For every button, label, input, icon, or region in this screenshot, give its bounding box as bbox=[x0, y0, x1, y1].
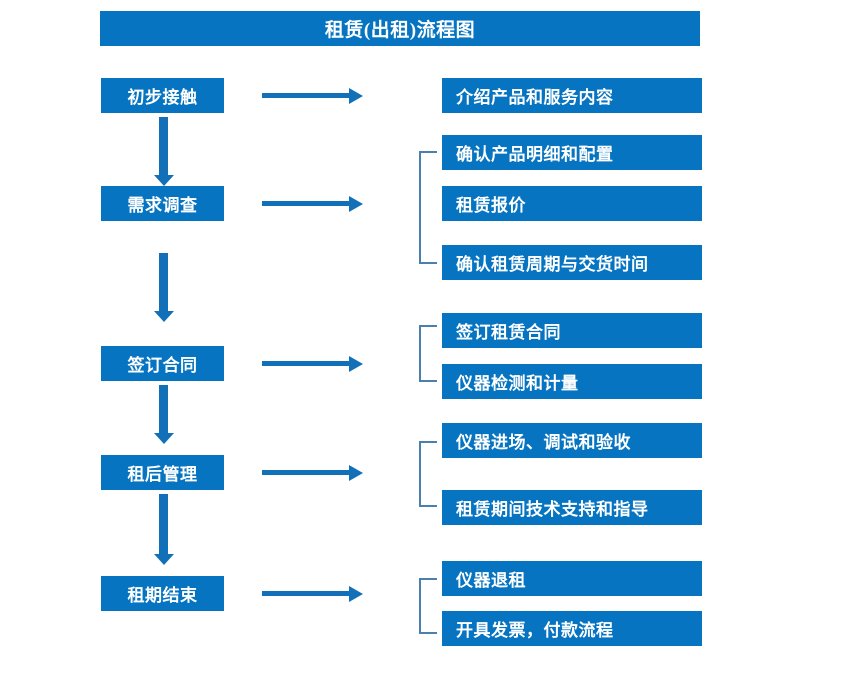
page-title: 租赁(出租)流程图 bbox=[100, 11, 700, 46]
flow-arrow-down-1 bbox=[153, 117, 174, 186]
flow-arrow-right-4 bbox=[262, 464, 363, 481]
flow-arrow-down-3 bbox=[153, 385, 174, 444]
detail-node-确认租赁周期与交货时间[interactable]: 确认租赁周期与交货时间 bbox=[442, 245, 702, 280]
detail-node-签订租赁合同[interactable]: 签订租赁合同 bbox=[442, 313, 702, 348]
stage-node-租后管理[interactable]: 租后管理 bbox=[101, 455, 224, 490]
stage-node-初步接触[interactable]: 初步接触 bbox=[101, 78, 224, 113]
flow-arrow-right-5 bbox=[262, 585, 363, 602]
detail-node-仪器检测和计量[interactable]: 仪器检测和计量 bbox=[442, 364, 702, 399]
detail-node-开具发票付款流程[interactable]: 开具发票，付款流程 bbox=[442, 611, 702, 646]
flow-arrow-right-3 bbox=[262, 355, 363, 372]
detail-node-介绍产品和服务内容[interactable]: 介绍产品和服务内容 bbox=[442, 78, 702, 113]
flow-arrow-down-2 bbox=[153, 253, 174, 322]
stage-node-签订合同[interactable]: 签订合同 bbox=[101, 346, 224, 381]
stage-node-需求调查[interactable]: 需求调查 bbox=[101, 186, 224, 221]
detail-node-仪器进场调试和验收[interactable]: 仪器进场、调试和验收 bbox=[442, 423, 702, 458]
bracket-connector-3 bbox=[419, 325, 437, 382]
detail-node-租赁期间技术支持和指导[interactable]: 租赁期间技术支持和指导 bbox=[442, 490, 702, 525]
bracket-connector-5 bbox=[419, 578, 437, 634]
flow-arrow-right-1 bbox=[262, 87, 363, 104]
flow-arrow-right-2 bbox=[262, 195, 363, 212]
detail-node-租赁报价[interactable]: 租赁报价 bbox=[442, 186, 702, 221]
flow-arrow-down-4 bbox=[153, 494, 174, 565]
detail-node-确认产品明细和配置[interactable]: 确认产品明细和配置 bbox=[442, 135, 702, 170]
stage-node-租期结束[interactable]: 租期结束 bbox=[101, 576, 224, 611]
bracket-connector-2 bbox=[419, 151, 437, 264]
bracket-connector-4 bbox=[419, 441, 437, 507]
detail-node-仪器退租[interactable]: 仪器退租 bbox=[442, 561, 702, 596]
